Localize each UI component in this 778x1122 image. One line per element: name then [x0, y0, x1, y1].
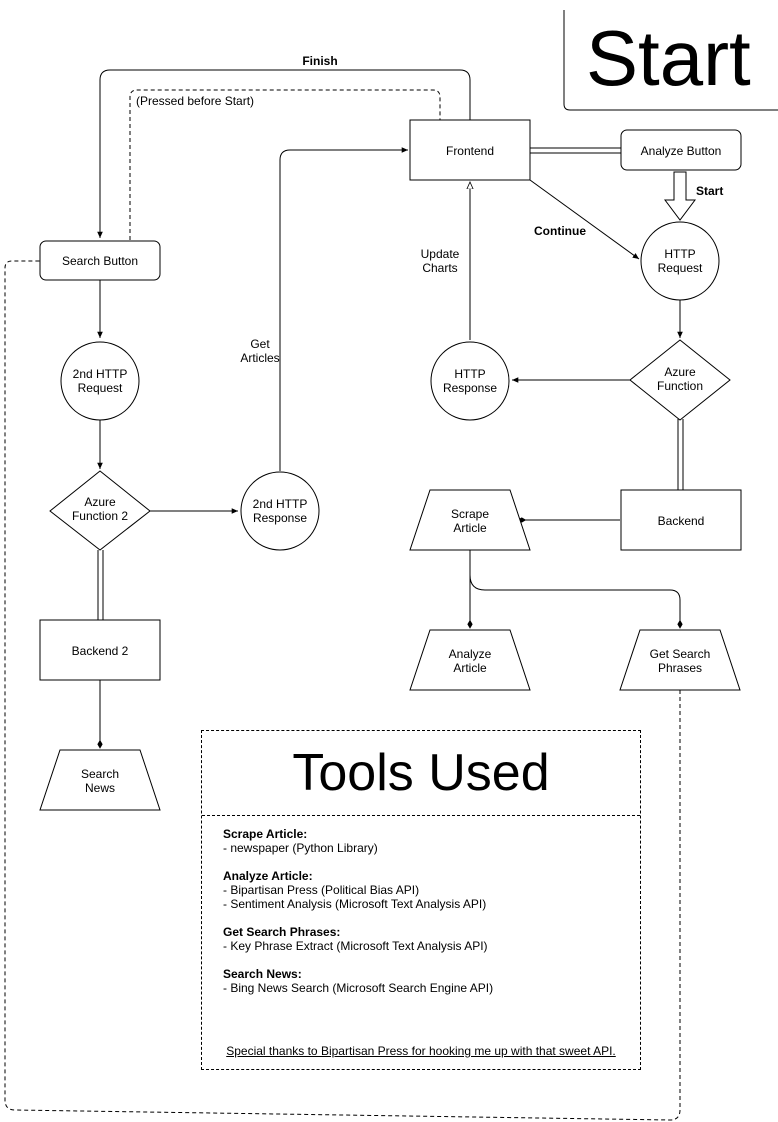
http-request-2-node	[60, 341, 140, 421]
search-button-label: Search Button	[62, 254, 138, 268]
tool-item: - newspaper (Python Library)	[223, 841, 378, 855]
http-response-2-label-2: Response	[253, 511, 307, 525]
analyze-button-label: Analyze Button	[641, 144, 722, 158]
backend-label: Backend	[658, 514, 705, 528]
tool-item: - Key Phrase Extract (Microsoft Text Ana…	[223, 939, 488, 953]
get-search-phrases-label-2: Phrases	[658, 661, 702, 675]
backend-node	[620, 489, 742, 551]
continue-label: Continue	[534, 224, 586, 238]
start-arrow	[664, 171, 696, 221]
edge-phrases-search-button	[4, 260, 681, 1121]
analyze-article-label-2: Article	[453, 661, 487, 675]
tools-used-title: Tools Used	[202, 731, 640, 816]
tool-section-heading: Analyze Article:	[223, 869, 313, 883]
http-request-label-1: HTTP	[664, 247, 695, 261]
tool-section-heading: Get Search Phrases:	[223, 925, 341, 939]
start-title-box: Start	[564, 10, 778, 110]
azure-function-node	[629, 339, 731, 421]
scrape-article-label-1: Scrape	[451, 507, 489, 521]
edge-scrape-phrases	[469, 574, 683, 629]
tool-section-scrape-article: Scrape Article: - newspaper (Python Libr…	[223, 827, 633, 855]
http-response-node	[430, 341, 510, 421]
backend-2-node	[39, 619, 161, 681]
tool-section-get-search-phrases: Get Search Phrases: - Key Phrase Extract…	[223, 925, 633, 953]
http-request-label-2: Request	[658, 261, 703, 275]
scrape-article-label-2: Article	[453, 521, 487, 535]
pressed-before-start-label: (Pressed before Start)	[136, 94, 254, 108]
tools-list: Scrape Article: - newspaper (Python Libr…	[223, 827, 633, 1009]
tool-section-heading: Search News:	[223, 967, 302, 981]
tool-section-analyze-article: Analyze Article: - Bipartisan Press (Pol…	[223, 869, 633, 911]
http-response-label-1: HTTP	[454, 367, 485, 381]
get-articles-label-2: Articles	[240, 351, 279, 365]
http-response-label-2: Response	[443, 381, 497, 395]
search-news-label-1: Search	[81, 767, 119, 781]
get-search-phrases-node	[619, 629, 741, 691]
azure-function-label-1: Azure	[664, 365, 696, 379]
get-articles-label-1: Get	[250, 337, 270, 351]
azure-function-label-2: Function	[657, 379, 703, 393]
edge-pressed-before-start	[129, 89, 441, 240]
start-edge-label: Start	[696, 184, 723, 198]
search-button-node	[39, 240, 161, 281]
special-thanks-note: Special thanks to Bipartisan Press for h…	[226, 1044, 616, 1058]
search-news-label-2: News	[85, 781, 115, 795]
edge-continue	[529, 179, 640, 260]
frontend-label: Frontend	[446, 144, 494, 158]
get-search-phrases-label-1: Get Search	[650, 647, 711, 661]
edge-get-articles	[279, 147, 408, 471]
edge-finish	[97, 69, 471, 238]
http-request-node	[640, 221, 720, 301]
search-news-node	[39, 749, 161, 811]
start-title: Start	[586, 14, 751, 102]
tool-item: - Sentiment Analysis (Microsoft Text Ana…	[223, 897, 487, 911]
finish-label: Finish	[302, 54, 337, 68]
http-request-2-label-1: 2nd HTTP	[73, 367, 128, 381]
azure-function-2-node	[49, 470, 151, 551]
azure-function-2-label-1: Azure	[84, 495, 116, 509]
analyze-article-label-1: Analyze	[449, 647, 492, 661]
tool-section-heading: Scrape Article:	[223, 827, 308, 841]
http-response-2-node	[240, 471, 320, 551]
tool-section-search-news: Search News: - Bing News Search (Microso…	[223, 967, 633, 995]
update-charts-label-1: Update	[421, 247, 460, 261]
http-response-2-label-1: 2nd HTTP	[253, 497, 308, 511]
update-charts-label-2: Charts	[422, 261, 457, 275]
azure-function-2-label-2: Function 2	[72, 509, 128, 523]
frontend-node	[409, 119, 531, 181]
tool-item: - Bing News Search (Microsoft Search Eng…	[223, 981, 494, 995]
start-box-outline	[563, 10, 778, 111]
analyze-article-node	[409, 629, 531, 691]
http-request-2-label-2: Request	[78, 381, 123, 395]
tool-item: - Bipartisan Press (Political Bias API)	[223, 883, 420, 897]
tools-used-panel: Tools Used Scrape Article: - newspaper (…	[201, 730, 641, 1070]
analyze-button-node	[620, 129, 742, 171]
backend-2-label: Backend 2	[72, 644, 129, 658]
scrape-article-node	[409, 489, 531, 551]
